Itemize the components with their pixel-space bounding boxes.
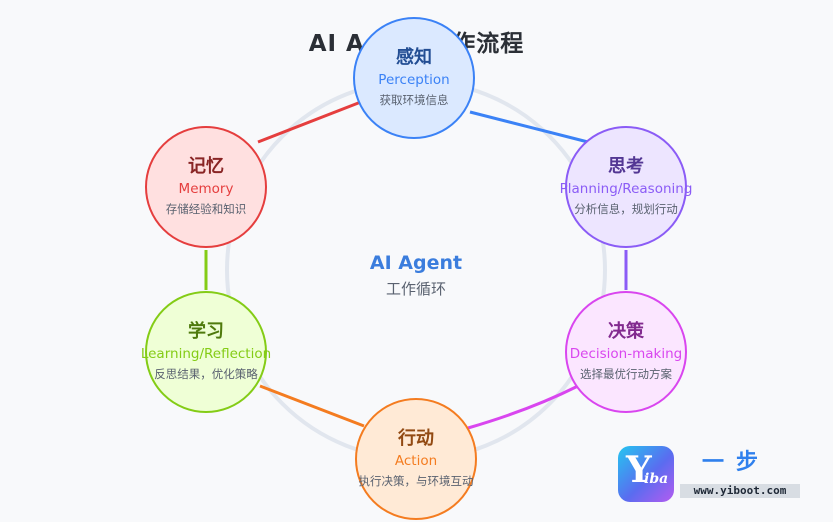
node-planning: 思考 Planning/Reasoning 分析信息，规划行动 (560, 126, 692, 248)
node-title: 记忆 (188, 156, 224, 177)
logo-chinese-text: 一步 (702, 450, 771, 475)
node-title: 行动 (398, 428, 434, 449)
node-english-label: Perception (378, 72, 450, 88)
node-description: 执行决策，与环境互动 (358, 474, 474, 488)
node-description: 获取环境信息 (379, 93, 449, 107)
node-learning: 学习 Learning/Reflection 反思结果，优化策略 (141, 291, 271, 413)
connector-perception-planning (469, 110, 589, 144)
node-description: 存储经验和知识 (165, 202, 247, 216)
connector-memory-perception (257, 98, 367, 144)
node-title: 思考 (608, 156, 644, 177)
node-description: 反思结果，优化策略 (154, 367, 258, 381)
center-title: AI Agent (369, 252, 463, 274)
connector-decision-action (467, 384, 579, 430)
node-english-label: Memory (178, 181, 234, 197)
node-english-label: Action (394, 453, 438, 469)
center-label: AI Agent 工作循环 (316, 250, 516, 302)
logo-badge-icon: Y iba (618, 446, 674, 502)
node-perception: 感知 Perception 获取环境信息 (353, 17, 475, 139)
node-english-label: Planning/Reasoning (559, 181, 693, 197)
center-subtitle: 工作循环 (385, 280, 446, 298)
connector-action-learning (259, 384, 365, 428)
node-description: 选择最优行动方案 (580, 367, 672, 381)
node-english-label: Decision-making (569, 346, 683, 362)
node-english-label: Learning/Reflection (140, 346, 272, 362)
node-title: 决策 (608, 321, 644, 342)
logo-url: www.yiboot.com (680, 484, 800, 498)
node-memory: 记忆 Memory 存储经验和知识 (145, 126, 267, 248)
node-title: 学习 (188, 321, 224, 342)
yiboot-logo: Y iba 一步 www.yiboot.com (618, 446, 802, 502)
node-action: 行动 Action 执行决策，与环境互动 (355, 398, 477, 520)
node-description: 分析信息，规划行动 (574, 202, 678, 216)
node-title: 感知 (396, 47, 432, 68)
node-decision: 决策 Decision-making 选择最优行动方案 (565, 291, 687, 413)
logo-badge-letter: Y (626, 449, 652, 491)
logo-badge-sub: iba (644, 471, 669, 487)
